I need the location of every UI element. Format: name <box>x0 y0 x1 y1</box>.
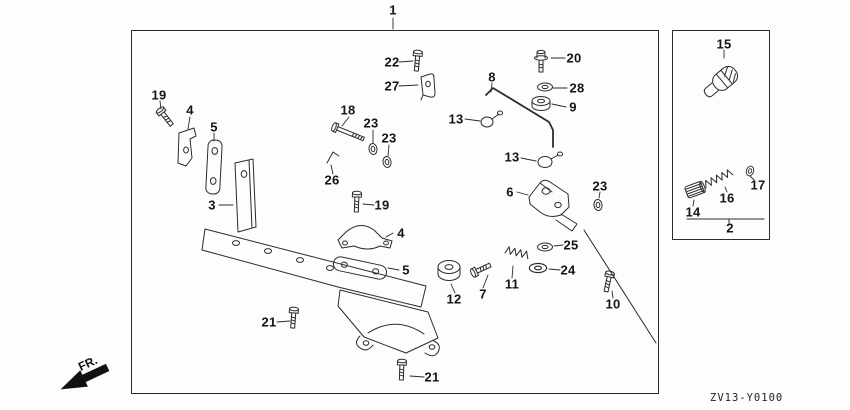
part-21-bolt-left <box>287 306 300 329</box>
part-callout-26: 26 <box>324 172 340 188</box>
part-callout-24: 24 <box>560 262 576 278</box>
part-callout-13: 13 <box>504 149 520 165</box>
assembly-2-bracket-line <box>686 218 765 224</box>
part-callout-14: 14 <box>685 204 701 220</box>
part-callout-23: 23 <box>592 178 608 194</box>
part-5-left-drawing <box>205 139 223 195</box>
part-23-washer-a <box>367 142 379 156</box>
leader-lines <box>159 17 755 378</box>
main-border <box>131 30 659 394</box>
part-callout-27: 27 <box>384 78 400 94</box>
part-callout-12: 12 <box>446 291 462 307</box>
part-callout-23: 23 <box>381 130 397 146</box>
part-callout-6: 6 <box>506 184 514 200</box>
part-callout-19: 19 <box>374 197 390 213</box>
part-3-drawing <box>201 158 440 357</box>
part-callout-20: 20 <box>566 50 582 66</box>
part-7-bolt <box>468 260 493 279</box>
part-23-washer-b <box>381 155 393 169</box>
part-11-spring <box>504 246 529 260</box>
part-13-clamp-a <box>480 110 503 128</box>
part-24-washer <box>528 262 548 274</box>
part-26-clip <box>326 151 340 164</box>
part-21-bolt-bottom <box>396 358 408 381</box>
part-callout-4: 4 <box>397 225 405 241</box>
part-callout-16: 16 <box>719 190 735 206</box>
part-4-left-drawing <box>177 127 197 167</box>
part-6-drawing <box>528 179 578 232</box>
part-callout-19: 19 <box>151 87 167 103</box>
part-13-clamp-b <box>537 151 563 168</box>
part-16-spring <box>705 169 734 189</box>
part-callout-17: 17 <box>750 177 766 193</box>
part-callout-13: 13 <box>448 111 464 127</box>
part-17-washer <box>744 164 756 178</box>
part-callout-8: 8 <box>488 69 496 85</box>
part-callout-1: 1 <box>389 2 397 18</box>
part-callout-15: 15 <box>716 36 732 52</box>
part-28-washer <box>537 82 553 92</box>
part-14-drawing <box>684 180 706 199</box>
part-19-bolt-mid <box>351 190 363 213</box>
part-22-bolt <box>411 49 424 72</box>
part-callout-3: 3 <box>208 197 216 213</box>
part-callout-10: 10 <box>605 296 621 312</box>
panel-edge-line <box>583 229 657 344</box>
part-25-washer <box>537 242 553 252</box>
part-27-drawing <box>420 73 436 101</box>
part-15-drawing <box>703 65 739 98</box>
part-callout-5: 5 <box>402 262 410 278</box>
part-19-bolt-left <box>154 105 176 129</box>
part-20-bolt-drawing <box>534 49 548 73</box>
part-12-grommet-drawing <box>437 260 461 281</box>
part-5-plate-drawing <box>332 256 388 280</box>
part-callout-21: 21 <box>261 314 277 330</box>
inset-border <box>672 30 770 240</box>
part-9-grommet-drawing <box>531 96 551 111</box>
part-8-rod <box>485 87 554 148</box>
part-callout-9: 9 <box>569 99 577 115</box>
part-callout-25: 25 <box>563 237 579 253</box>
part-18-bolt <box>330 121 366 144</box>
part-4-clamp-drawing <box>337 225 393 250</box>
part-callout-5: 5 <box>210 119 218 135</box>
part-callout-11: 11 <box>504 276 520 292</box>
part-callout-7: 7 <box>479 286 487 302</box>
fr-direction-arrow: FR. <box>60 353 110 390</box>
part-10-bolt <box>601 269 616 294</box>
part-callout-18: 18 <box>340 102 356 118</box>
part-callout-4: 4 <box>186 102 194 118</box>
part-callout-22: 22 <box>384 54 400 70</box>
diagram-code: ZV13-Y0100 <box>710 392 784 404</box>
part-callout-2: 2 <box>726 220 734 236</box>
part-callout-28: 28 <box>569 80 585 96</box>
part-callout-23: 23 <box>363 115 379 131</box>
part-23-washer-c <box>592 198 604 212</box>
part-callout-21: 21 <box>424 369 440 385</box>
